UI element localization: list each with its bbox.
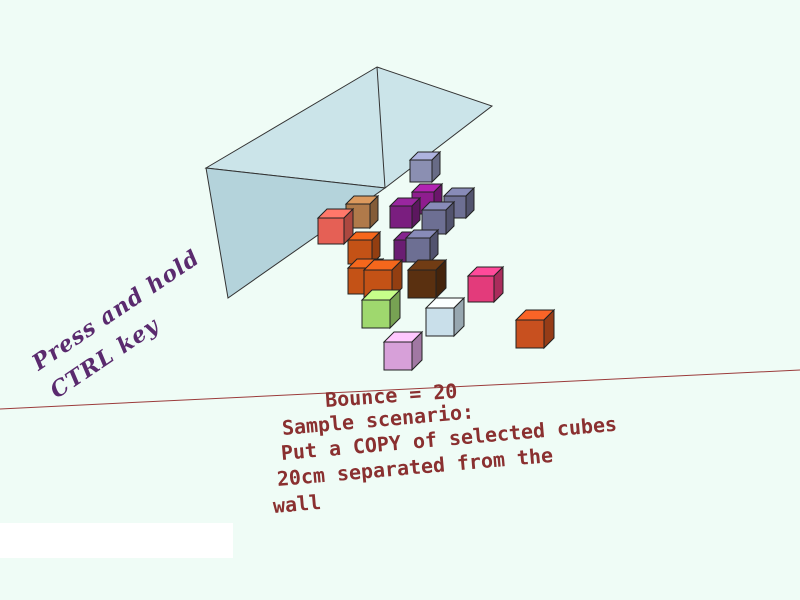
cube-18[interactable]: [382, 330, 424, 372]
wall-front-face: [205, 167, 387, 299]
ground-line: [0, 369, 800, 410]
cube-7[interactable]: [404, 228, 440, 264]
cube-9[interactable]: [316, 207, 355, 246]
cube-face: [383, 341, 413, 371]
cube-face: [407, 269, 437, 299]
wall-back-face: [204, 66, 494, 189]
cube-17[interactable]: [514, 308, 556, 350]
wall-edge: [376, 66, 386, 189]
cube-face: [405, 237, 431, 263]
cube-14[interactable]: [466, 265, 505, 304]
cube-13[interactable]: [406, 258, 448, 300]
cube-face: [467, 275, 495, 303]
cube-face: [317, 217, 345, 245]
cube-15[interactable]: [360, 288, 402, 330]
scenario-line-3: wall: [271, 489, 322, 518]
cube-face: [425, 307, 455, 337]
cube-face: [361, 299, 391, 329]
cube-4[interactable]: [388, 196, 422, 230]
cube-16[interactable]: [424, 296, 466, 338]
cube-group[interactable]: [316, 150, 556, 372]
cube-5[interactable]: [420, 200, 456, 236]
cube-face: [389, 205, 413, 229]
cube-1[interactable]: [408, 150, 442, 184]
cube-face: [515, 319, 545, 349]
blank-panel: [0, 523, 233, 558]
cube-face: [409, 159, 433, 183]
